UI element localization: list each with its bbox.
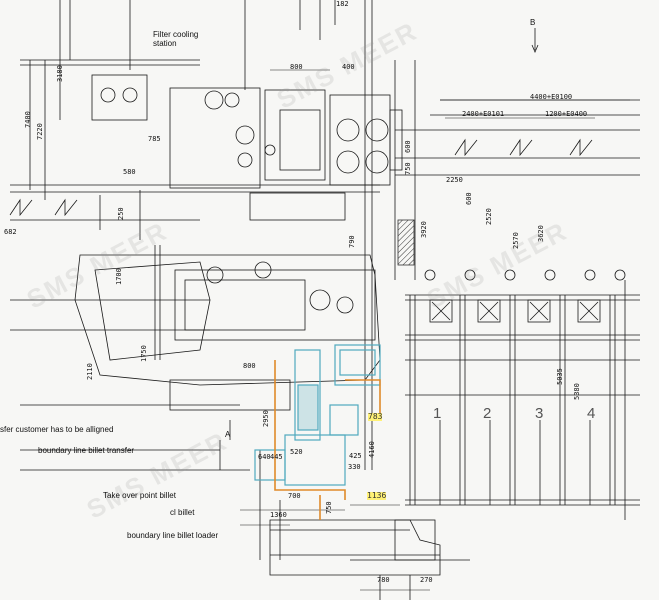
dimension: 5380 [573,383,581,400]
dimension: 2250 [446,176,463,184]
dimension: 5035 [556,368,564,385]
dimension: 700 [288,492,301,500]
take-over-point-label: Take over point billet [103,491,176,500]
dimension: 445 [270,453,283,461]
dimension: 1200+E0400 [545,110,588,118]
dimension: 425 [349,452,362,460]
dimension: 4160 [368,441,376,458]
cl-billet-label: cl billet [170,508,195,517]
dimension: 3180 [56,65,64,82]
highlighted-dimension: 783 [368,412,383,421]
station-number: 1 [433,405,442,422]
boundary-billet-transfer-label: boundary line billet transfer [38,446,135,455]
dimension: 7220 [36,123,44,140]
section-mark-a: A [225,430,231,439]
dimension: 2950 [262,410,270,427]
dimension: 400 [342,63,355,71]
dimension: 182 [336,0,349,8]
station-number: 4 [587,405,596,422]
dimension: 4400+E0100 [530,93,573,101]
transfer-align-label: sfer customer has to be alligned [0,425,114,434]
dimension: 600 [465,192,473,205]
dimension: 682 [4,228,17,236]
dimension: 750 [325,501,333,514]
dimension: 800 [290,63,303,71]
dimension: 750 [404,162,412,175]
dimension: 600 [404,140,412,153]
dimension: 780 [377,576,390,584]
dimension: 520 [290,448,303,456]
dimension: 2110 [86,363,94,380]
boundary-billet-loader-label: boundary line billet loader [127,531,219,540]
dimension: 1700 [115,268,123,285]
dimension: 640 [258,453,271,461]
dimension: 2570 [512,232,520,249]
dimension: 270 [420,576,433,584]
station-number: 3 [535,405,544,422]
filter-cooling-station-label: Filter cooling station [153,30,199,48]
dimension: 2400+E0101 [462,110,505,118]
dimension: 7400 [24,111,32,128]
dimension: 3920 [420,221,428,238]
station-number: 2 [483,405,492,422]
dimension: 3620 [537,225,545,242]
dimension: 250 [117,207,125,220]
dimension: 785 [148,135,161,143]
dimension: 800 [243,362,256,370]
dimension: 580 [123,168,136,176]
dimension: 790 [348,235,356,248]
section-mark-b: B [530,18,536,27]
dimension: 330 [348,463,361,471]
dimension: 1360 [270,511,287,519]
dimension: 2520 [485,208,493,225]
dimension: 1750 [140,345,148,362]
highlighted-dimension: 1136 [367,491,387,500]
